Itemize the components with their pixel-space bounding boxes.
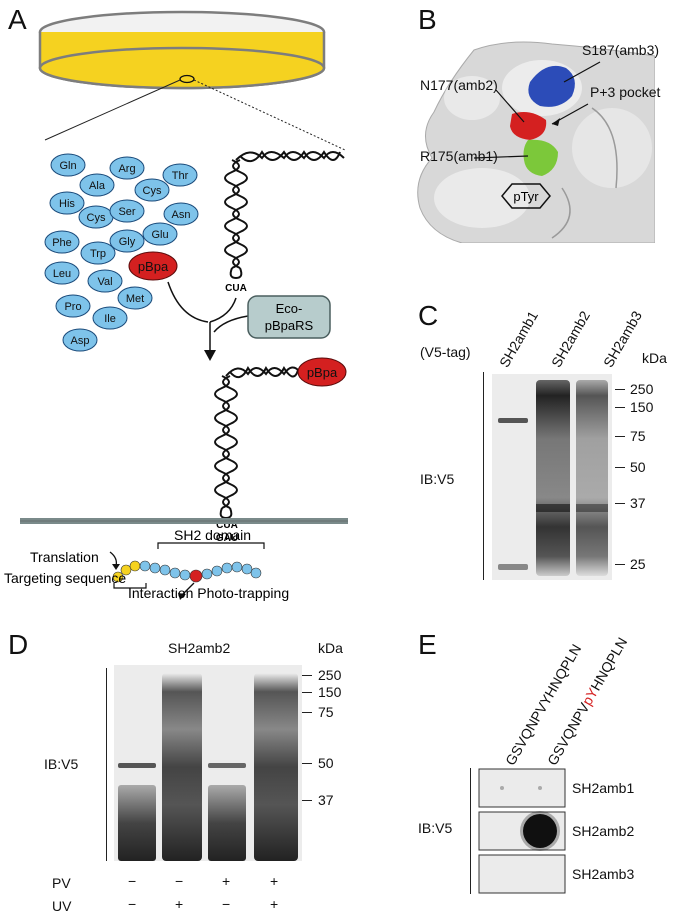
kda-label-c: kDa [642,350,667,366]
eco-pbpars-enzyme [247,295,331,339]
amino-acid-labels: Gln Arg Thr Ala Cys His Cys Ser Asn Glu … [52,160,190,347]
peptide-2-pre: GSVQNPV [544,700,593,768]
label-s187: S187(amb3) [582,42,660,58]
lane-label-sh2amb3: SH2amb3 [600,308,645,370]
row-label-sh2amb2: SH2amb2 [572,823,635,839]
svg-text:Ile: Ile [104,313,116,325]
svg-text:Trp: Trp [90,248,106,260]
svg-text:His: His [59,198,75,210]
svg-text:Met: Met [126,293,144,305]
svg-text:SH2 domain: SH2 domain [174,527,251,543]
panel-e-label: E [418,629,437,660]
svg-text:Cys: Cys [143,185,162,197]
svg-text:Asp: Asp [71,335,90,347]
lane-label-sh2amb2: SH2amb2 [548,308,593,370]
panel-d-title: SH2amb2 [168,640,231,656]
uv-lane-2: + [175,896,184,912]
uv-row-label: UV [52,898,72,914]
svg-text:Translation: Translation [30,549,99,565]
svg-text:Gly: Gly [119,236,136,248]
svg-text:Thr: Thr [172,170,189,182]
pbpa-charged-icon [297,357,347,387]
trna-charged-icon [214,365,301,520]
svg-text:Pro: Pro [64,301,81,313]
ib-label-e: IB:V5 [418,820,453,836]
svg-text:GAU: GAU [216,533,238,544]
svg-text:Eco-: Eco- [276,301,303,316]
svg-text:pTyr: pTyr [513,189,539,204]
pv-lane-3: + [222,873,231,889]
panel-c-label: C [418,300,439,331]
pv-row-label: PV [52,875,71,891]
ib-label-d: IB:V5 [44,756,79,772]
svg-text:Asn: Asn [172,209,191,221]
svg-text:pBpaRS: pBpaRS [265,318,314,333]
blot-c [492,374,612,580]
svg-text:pBpa: pBpa [138,259,169,274]
amino-acid-pool [44,153,199,352]
lane-label-sh2amb1: SH2amb1 [496,308,541,370]
label-n177: N177(amb2) [420,77,498,93]
dot-blot-e [478,768,566,894]
peptide-2-label: GSVQNPVpYHNQPLN [544,635,630,768]
panel-a-label: A [8,4,27,35]
svg-text:Val: Val [97,276,112,288]
trna-uncharged-icon [224,150,345,280]
svg-text:Arg: Arg [118,163,135,175]
svg-text:Phe: Phe [52,237,72,249]
pv-lane-2: − [175,873,184,889]
svg-text:Ala: Ala [89,180,106,192]
svg-text:Glu: Glu [151,229,168,241]
ptyr-hexagon-icon [501,183,551,209]
blot-d [114,665,302,861]
peptide-chain [112,560,262,583]
panel-a-schematic: Gln Arg Thr Ala Cys His Cys Ser Asn Glu … [4,10,348,601]
v5-tag-label: (V5-tag) [420,344,471,360]
kda-label-d: kDa [318,640,343,656]
svg-text:Interaction Photo-trapping: Interaction Photo-trapping [128,585,289,601]
svg-text:Ser: Ser [118,206,135,218]
svg-text:Leu: Leu [53,268,71,280]
pbpa-free-icon [128,251,178,281]
svg-text:CUA: CUA [225,283,247,294]
panel-b-label: B [418,4,437,35]
svg-text:pBpa: pBpa [307,365,338,380]
panel-d-label: D [8,629,29,660]
petri-dish-icon [38,10,326,90]
r175-green-patch [523,139,558,176]
ib-label-c: IB:V5 [420,471,455,487]
n177-red-patch [510,112,547,140]
s187-blue-patch [528,65,575,107]
label-r175: R175(amb1) [420,148,498,164]
svg-text:Targeting sequence: Targeting sequence [4,570,126,586]
svg-text:Cys: Cys [87,212,106,224]
pv-lane-4: + [270,873,279,889]
pv-lane-1: − [128,873,137,889]
label-p3-pocket: P+3 pocket [590,84,661,100]
peptide-2-post: HNQPLN [587,634,631,694]
panel-b-structure: pTyr [412,38,655,243]
uv-lane-4: + [270,896,279,912]
row-label-sh2amb3: SH2amb3 [572,866,635,882]
svg-text:Gln: Gln [59,160,76,172]
peptide-1-label: GSVQNPVYHNQPLN [502,641,585,768]
svg-text:CUA: CUA [216,520,238,531]
uv-lane-3: − [222,896,231,912]
uv-lane-1: − [128,896,137,912]
row-label-sh2amb1: SH2amb1 [572,780,635,796]
